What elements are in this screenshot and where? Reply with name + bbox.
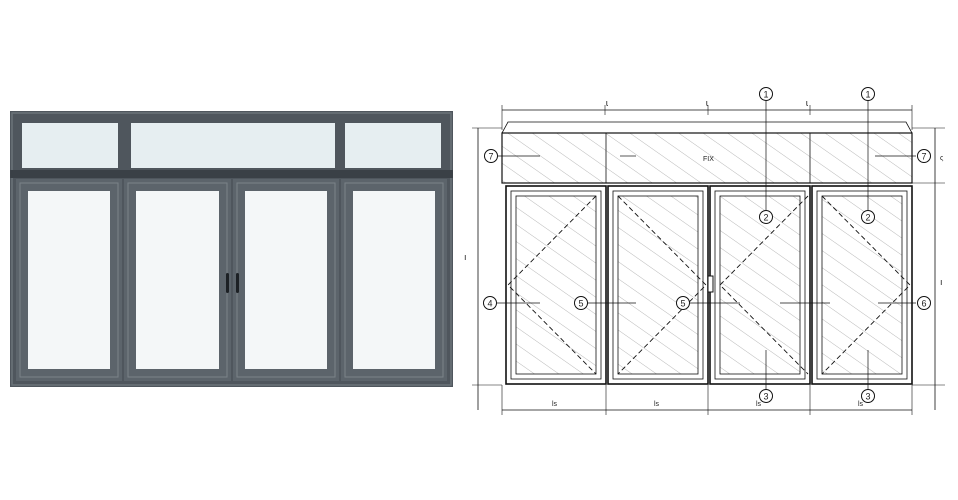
handle-left-icon (226, 273, 229, 293)
callout-label: 1 (865, 90, 870, 100)
transom-fixed-panel (501, 132, 913, 184)
leader-lines (497, 101, 916, 390)
drawing-sash-2 (607, 185, 709, 385)
drawing-handle-icon (707, 275, 714, 293)
sash-3 (233, 179, 339, 381)
technical-drawing (472, 101, 945, 415)
rendered-window (10, 111, 453, 387)
sash-glass (28, 191, 110, 369)
callout-bubble (861, 87, 875, 101)
transom-glass-right (345, 123, 441, 168)
sash-glass (136, 191, 219, 369)
callout-bubble (917, 296, 931, 310)
sash-2 (124, 179, 231, 381)
callout-label: 2 (865, 213, 870, 223)
callout-label: 6 (921, 299, 926, 309)
drawing-sash-4 (811, 185, 913, 385)
callouts: 1 1 7 7 2 2 4 5 5 6 3 3 (483, 87, 931, 403)
callout-bubble (483, 296, 497, 310)
transom-rail (10, 170, 453, 178)
drawing-sash-3 (709, 185, 811, 385)
callout-label: 1 (763, 90, 768, 100)
dim-left: ı (464, 252, 467, 262)
outer-frame-highlight (11, 112, 452, 386)
callout-bubble (574, 296, 588, 310)
dim-right: ı (940, 277, 943, 287)
callout-label: 3 (865, 392, 870, 402)
dim-bottom-3: Ɩs (756, 401, 762, 408)
dim-bottom-1: Ɩs (552, 401, 558, 408)
callout-bubble (484, 149, 498, 163)
callout-label: 4 (487, 299, 492, 309)
dim-right-small: ς (940, 155, 944, 162)
callout-label: 7 (921, 152, 926, 162)
callout-label: 2 (763, 213, 768, 223)
callout-label: 5 (680, 299, 685, 309)
dim-bottom-4: Ɩs (858, 401, 864, 408)
callout-bubble (861, 210, 875, 224)
sash-glass (353, 191, 435, 369)
callout-label: 7 (488, 152, 493, 162)
callout-bubble (759, 210, 773, 224)
callout-bubble (861, 389, 875, 403)
dim-top-1: ɩ (606, 98, 608, 108)
frame-head-bevel (501, 121, 913, 134)
dim-bottom-2: Ɩs (654, 401, 660, 408)
callout-bubble (759, 87, 773, 101)
sash-1 (16, 179, 122, 381)
drawing-sash-1 (505, 185, 607, 385)
callout-bubble (917, 149, 931, 163)
callout-label: 5 (578, 299, 583, 309)
callout-label: 3 (763, 392, 768, 402)
transom-glass-center (131, 123, 335, 168)
sash-4 (341, 179, 447, 381)
sash-glass (245, 191, 327, 369)
callout-bubble (676, 296, 690, 310)
transom-glass-left (22, 123, 118, 168)
callout-bubble (759, 389, 773, 403)
handle-right-icon (236, 273, 239, 293)
dim-top-3: ɩ (806, 98, 808, 108)
fixed-panel-label: FIX (703, 156, 714, 163)
dim-top-2: ɩ (706, 98, 708, 108)
